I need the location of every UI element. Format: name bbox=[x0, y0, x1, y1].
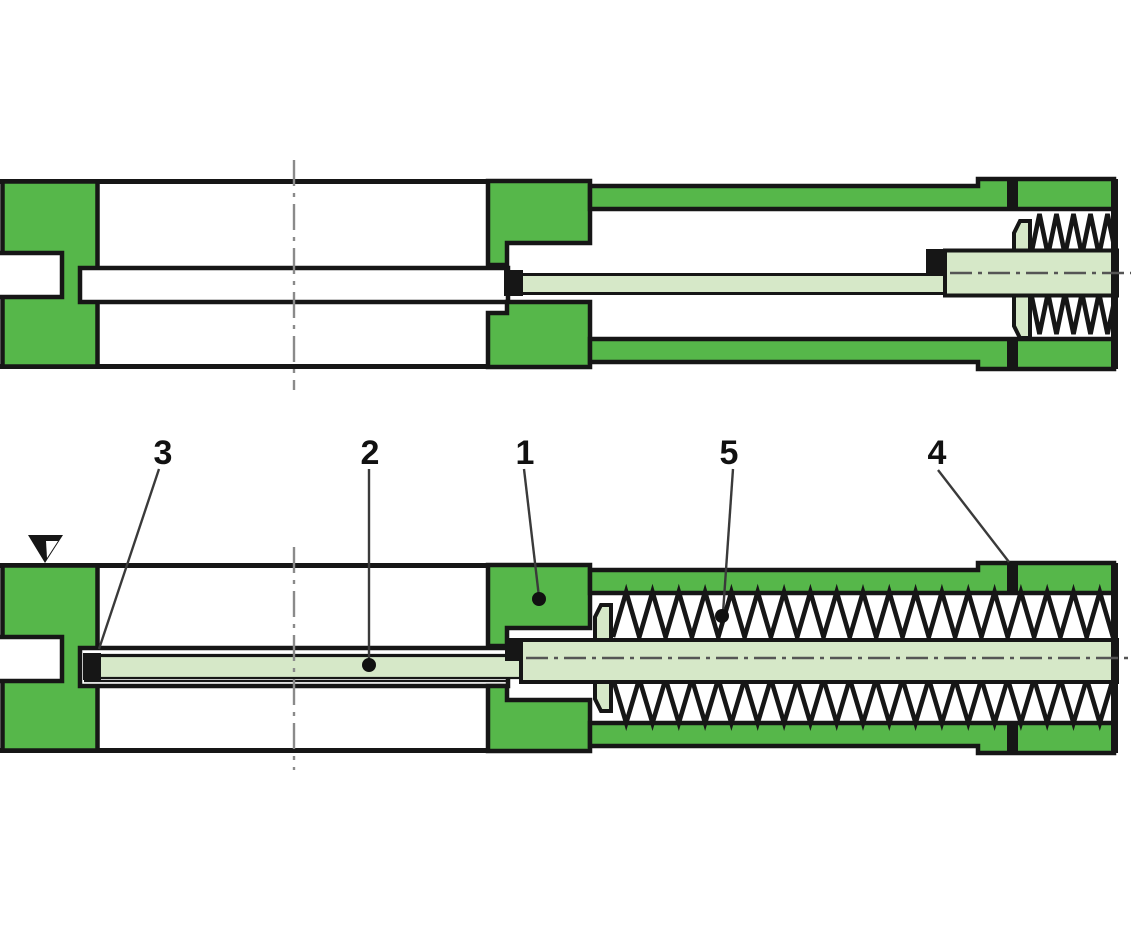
piston-seal-left bbox=[83, 653, 101, 680]
view-spring-compressed bbox=[0, 160, 1131, 390]
callout-label-3: 3 bbox=[154, 434, 173, 472]
head-block-upper bbox=[485, 178, 593, 268]
wall-seal-band-lower bbox=[1007, 723, 1018, 753]
head-block-lower bbox=[485, 683, 593, 754]
tube-wall-lower bbox=[587, 720, 1117, 756]
callout-dot-1 bbox=[532, 592, 546, 606]
wall-seal-band-upper bbox=[1007, 563, 1018, 593]
piston-seal-right bbox=[926, 249, 947, 274]
wall-seal-band-lower bbox=[1007, 339, 1018, 369]
return-spring-upper bbox=[1028, 213, 1119, 256]
return-spring-lower bbox=[610, 670, 1116, 732]
callout-line-1 bbox=[522, 468, 541, 598]
piston-seal-right bbox=[505, 638, 523, 661]
return-spring-lower bbox=[1028, 292, 1119, 335]
callout-line-4 bbox=[937, 469, 1010, 563]
callout-line-3 bbox=[97, 468, 161, 650]
barrel-bottom-wall bbox=[0, 364, 590, 369]
view-spring-extended bbox=[0, 535, 1131, 770]
callout-dot-5 bbox=[715, 609, 729, 623]
callouts: 3 2 1 5 4 bbox=[97, 434, 1010, 672]
head-block-lower bbox=[485, 299, 593, 370]
callout-label-2: 2 bbox=[361, 434, 380, 472]
callout-label-5: 5 bbox=[720, 434, 739, 472]
callout-dot-2 bbox=[362, 658, 376, 672]
callout-line-5 bbox=[721, 468, 735, 614]
tube-wall-lower bbox=[587, 336, 1117, 372]
piston-rod-thin bbox=[519, 273, 949, 295]
tube-wall-upper bbox=[587, 560, 1117, 596]
callout-label-4: 4 bbox=[928, 434, 947, 472]
tube-wall-upper bbox=[587, 176, 1117, 212]
datum-triangle-icon bbox=[28, 535, 63, 563]
barrel-bottom-wall bbox=[0, 748, 590, 753]
return-spring-upper bbox=[610, 583, 1116, 646]
datum-triangle-inner bbox=[46, 541, 58, 558]
piston-rod-thin bbox=[97, 654, 525, 680]
end-cap-slot bbox=[0, 250, 65, 300]
piston-seal-left bbox=[504, 270, 523, 296]
end-cap-slot bbox=[0, 634, 65, 684]
callout-label-1: 1 bbox=[516, 434, 535, 472]
piston-rod-thick bbox=[519, 638, 1119, 684]
wall-seal-band-upper bbox=[1007, 179, 1018, 209]
